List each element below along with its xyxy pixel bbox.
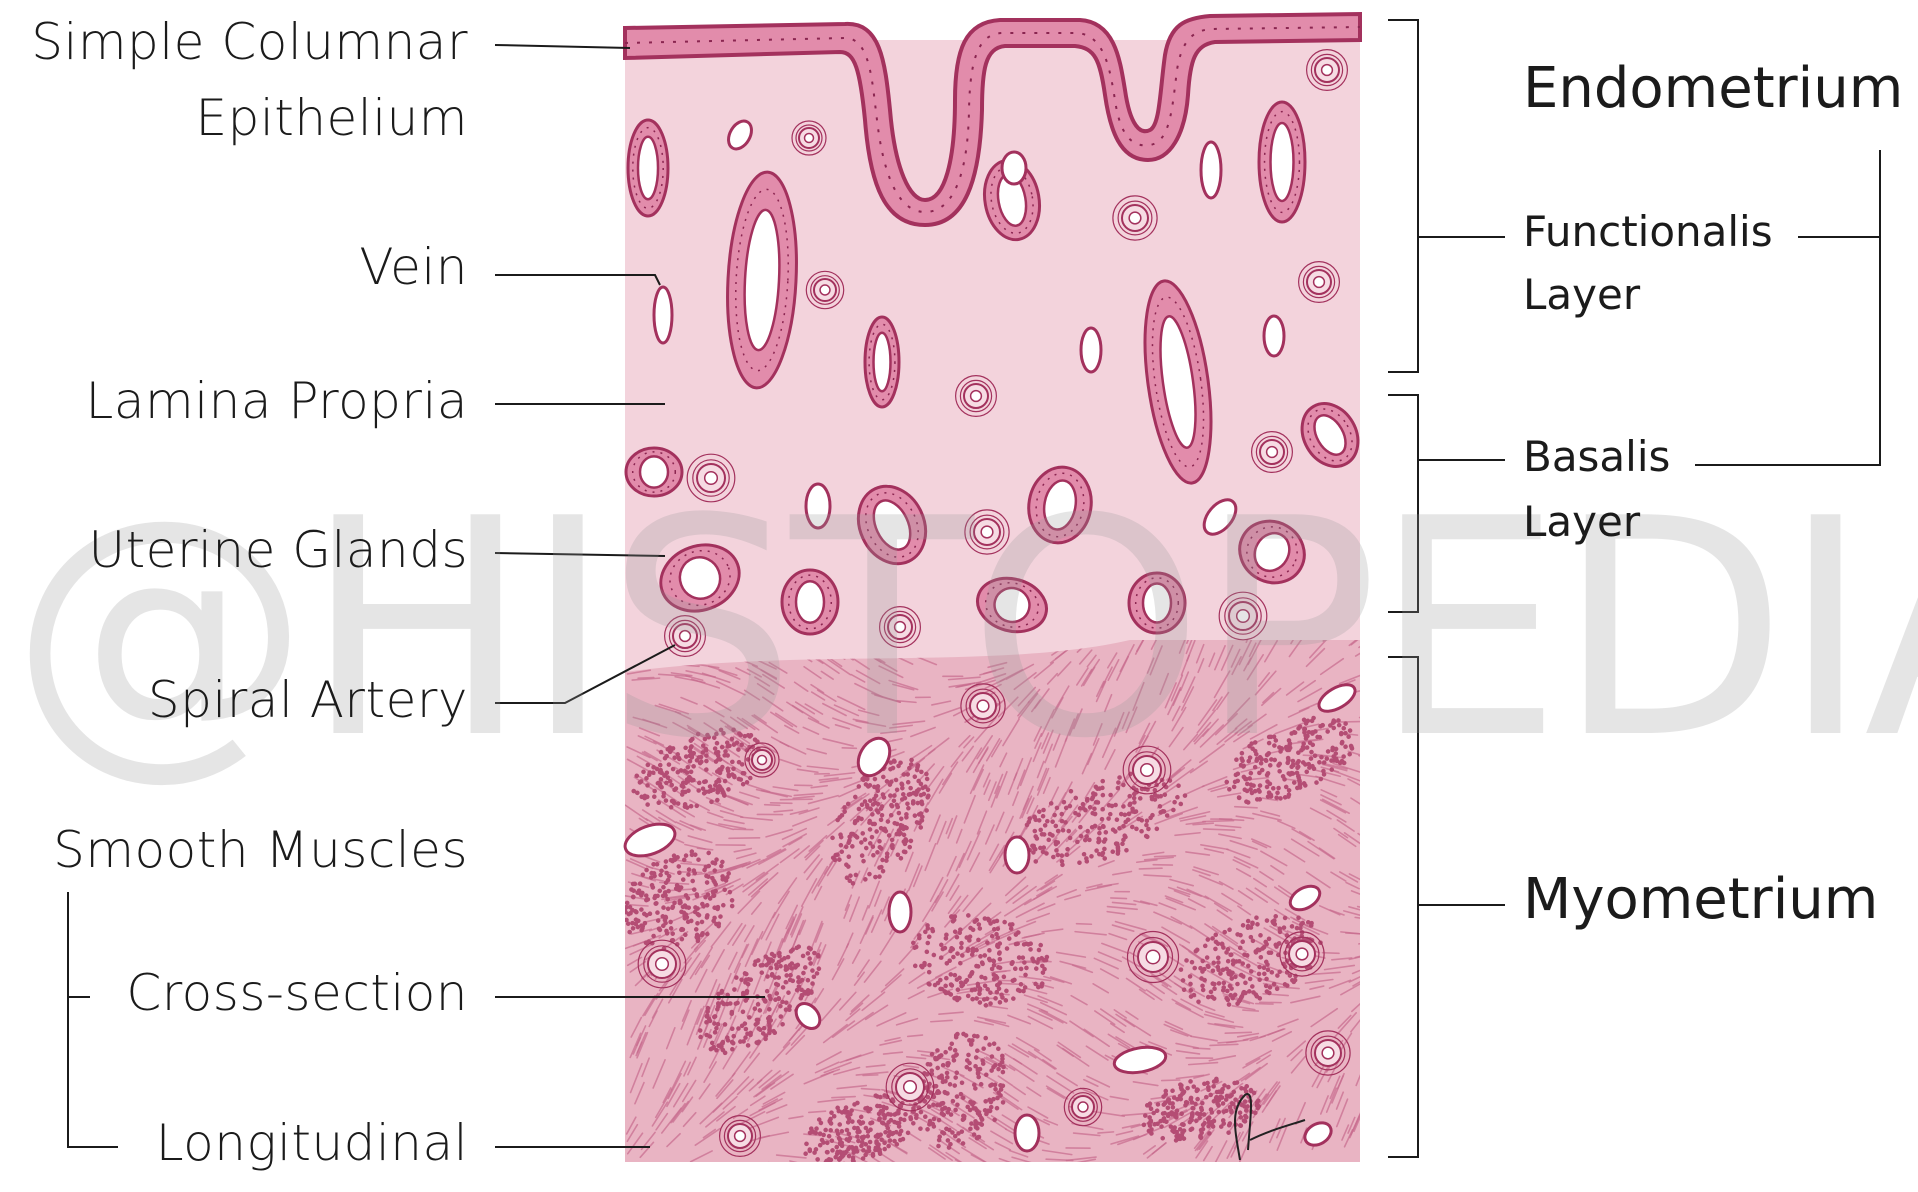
- label-uterine-glands: Uterine Glands: [88, 520, 468, 580]
- label-epithelium-line2: Epithelium: [196, 88, 468, 148]
- label-basalis-line1: Basalis: [1523, 432, 1670, 482]
- vein: [1201, 142, 1221, 198]
- label-endometrium: Endometrium: [1523, 55, 1903, 122]
- vein: [1081, 328, 1101, 372]
- label-vein: Vein: [359, 237, 468, 297]
- label-cross-section: Cross-section: [126, 963, 468, 1023]
- myometrium-region: [603, 615, 1389, 1181]
- smooth-muscles-bracket: [68, 892, 118, 1147]
- vein: [889, 892, 911, 932]
- label-basalis-line2: Layer: [1523, 497, 1640, 547]
- uterine-gland: [628, 120, 668, 216]
- epithelium-pointer-line: [495, 45, 630, 48]
- vein: [1015, 1115, 1039, 1151]
- brackets-right: [1388, 20, 1880, 1157]
- label-spiral-artery: Spiral Artery: [148, 670, 468, 730]
- functionalis-bracket: [1388, 20, 1418, 372]
- vein: [1264, 316, 1284, 356]
- label-epithelium-line1: Simple Columnar: [31, 12, 468, 72]
- basalis-bracket: [1388, 395, 1418, 612]
- uterine-gland: [865, 317, 899, 407]
- vein: [806, 484, 830, 528]
- label-lamina-propria: Lamina Propria: [86, 371, 468, 431]
- uterine-gland: [782, 570, 838, 634]
- uterine-gland: [626, 448, 682, 496]
- myometrium-bracket: [1388, 657, 1418, 1157]
- label-longitudinal: Longitudinal: [156, 1113, 468, 1173]
- label-functionalis-line1: Functionalis: [1523, 207, 1773, 257]
- uterine-gland: [1129, 573, 1185, 633]
- vein: [654, 287, 672, 343]
- endometrium-bracket: [1695, 237, 1880, 465]
- label-functionalis-line2: Layer: [1523, 270, 1640, 320]
- vein: [1002, 152, 1026, 184]
- label-smooth-muscles: Smooth Muscles: [53, 820, 468, 880]
- label-myometrium: Myometrium: [1523, 866, 1878, 933]
- uterine-gland: [1259, 102, 1305, 222]
- vein: [1005, 837, 1029, 873]
